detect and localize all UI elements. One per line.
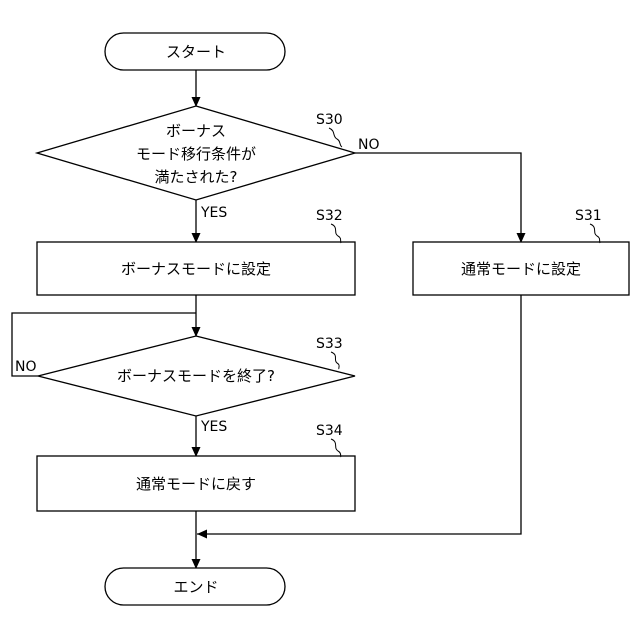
- arrowhead: [197, 530, 207, 539]
- step-s32-text: S32: [316, 208, 343, 224]
- step-label-s33: S33: [316, 336, 343, 369]
- process-return-normal: 通常モードに戻す: [37, 456, 355, 511]
- step-s33-leader: [331, 352, 339, 369]
- step-s30-text: S30: [316, 112, 343, 128]
- step-s30-leader: [329, 128, 342, 147]
- decision-bonus-line2: モード移行条件が: [136, 145, 256, 163]
- start-terminal: スタート: [105, 33, 285, 70]
- decision-bonus-end-label: ボーナスモードを終了?: [117, 367, 275, 385]
- step-s32-leader: [331, 224, 341, 243]
- process-bonus-set: ボーナスモードに設定: [37, 242, 355, 295]
- step-label-s32: S32: [316, 208, 343, 243]
- step-s31-leader: [590, 224, 600, 243]
- step-s31-text: S31: [575, 208, 602, 224]
- process-bonus-set-label: ボーナスモードに設定: [121, 260, 271, 278]
- step-s33-text: S33: [316, 336, 343, 352]
- step-label-s31: S31: [575, 208, 602, 243]
- decision-bonus-end: ボーナスモードを終了?: [38, 336, 355, 416]
- process-return-normal-label: 通常モードに戻す: [136, 475, 256, 493]
- edge-label-d2-no: NO: [15, 359, 37, 375]
- step-s34-text: S34: [316, 423, 343, 439]
- edge-label-d2-yes: YES: [200, 419, 227, 435]
- start-label: スタート: [166, 43, 226, 61]
- process-normal-set-label: 通常モードに設定: [461, 260, 581, 278]
- end-label: エンド: [173, 578, 218, 596]
- step-label-s34: S34: [316, 423, 343, 457]
- process-normal-set: 通常モードに設定: [413, 242, 629, 295]
- end-terminal: エンド: [105, 568, 285, 605]
- step-s34-leader: [331, 439, 341, 457]
- edge-label-d1-yes: YES: [200, 205, 227, 221]
- decision-bonus-line1: ボーナス: [166, 122, 226, 140]
- decision-bonus-condition: ボーナス モード移行条件が 満たされた?: [37, 106, 355, 200]
- edge-label-d1-no: NO: [358, 137, 380, 153]
- edge-decision1-no: [355, 153, 521, 242]
- decision-bonus-line3: 満たされた?: [155, 168, 238, 186]
- step-label-s30: S30: [316, 112, 343, 147]
